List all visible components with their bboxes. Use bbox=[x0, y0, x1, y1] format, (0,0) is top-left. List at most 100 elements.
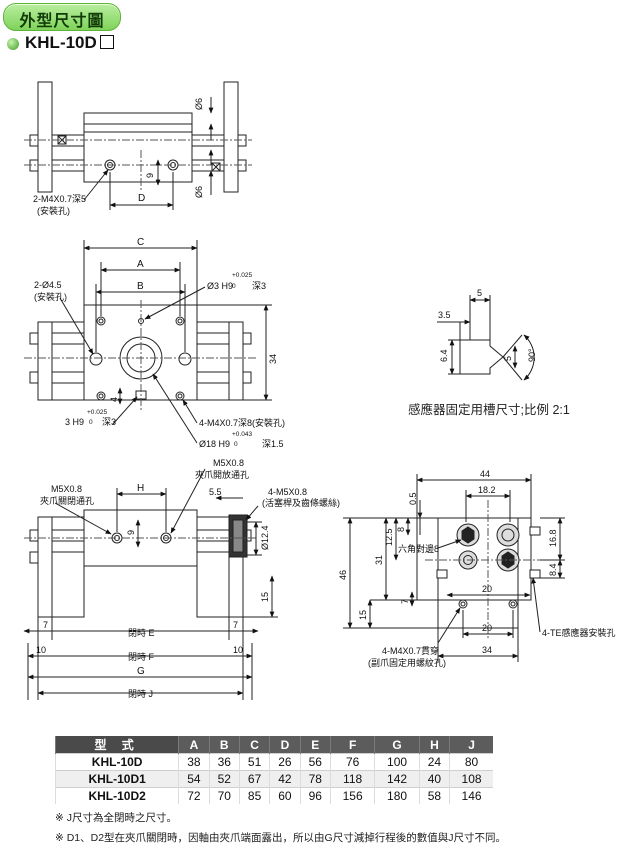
slot-dim-5-top: 5 bbox=[477, 288, 482, 298]
end-dim-7: 7 bbox=[400, 599, 410, 604]
front-bore: Ø18 H9 bbox=[199, 439, 230, 449]
end-dim-44: 44 bbox=[480, 469, 490, 479]
col-header-A: A bbox=[178, 736, 210, 754]
front-view bbox=[24, 240, 272, 444]
table-cell: 108 bbox=[449, 770, 493, 788]
end-hex-label: 六角對邊8 bbox=[398, 543, 439, 554]
end-dim-8: 8 bbox=[396, 527, 406, 532]
side-dim-H: H bbox=[137, 483, 144, 494]
side-m5-rod-1: 4-M5X0.8 bbox=[268, 487, 307, 497]
spec-header-row: 型 式 A B C D E F G H J bbox=[54, 736, 493, 754]
side-dim-9: 9 bbox=[126, 530, 136, 535]
side-dim-7-left: 7 bbox=[43, 620, 48, 630]
table-cell: 40 bbox=[418, 770, 450, 788]
side-view bbox=[23, 468, 278, 700]
end-dim-31: 31 bbox=[374, 555, 384, 565]
dimension-drawings: Ø6 Ø6 9 D 2-M4X0.7深5 (安裝孔) C A B 34 4 2-… bbox=[23, 81, 616, 700]
col-header-G: G bbox=[374, 736, 420, 754]
table-cell: 58 bbox=[418, 787, 450, 804]
col-header-C: C bbox=[238, 736, 270, 754]
section-title: 外型尺寸圖 bbox=[19, 13, 105, 30]
front-dim-B: B bbox=[137, 281, 144, 292]
model-name: KHL-10D bbox=[25, 33, 97, 52]
side-dim-d12-4: Ø12.4 bbox=[260, 525, 270, 550]
end-dim-12-5: 12.5 bbox=[384, 528, 394, 546]
side-dim-10-right: 10 bbox=[233, 645, 243, 655]
end-dim-18-2: 18.2 bbox=[478, 485, 496, 495]
slot-dim-3-5: 3.5 bbox=[438, 310, 451, 320]
table-row: KHL-10D1 54 52 67 42 78 118 142 40 108 bbox=[54, 770, 493, 788]
table-cell: 38 bbox=[178, 753, 210, 771]
end-dim-0-5: 0.5 bbox=[408, 492, 418, 505]
front-dim-C: C bbox=[137, 237, 144, 248]
front-h9-depth: 深3 bbox=[102, 417, 116, 427]
top-dim-9: 9 bbox=[145, 173, 155, 178]
front-h9-tol: +0.025 bbox=[87, 409, 107, 416]
sensor-slot-detail bbox=[437, 295, 535, 381]
front-dim-A: A bbox=[137, 259, 144, 270]
side-m5-open-1: M5X0.8 bbox=[213, 458, 244, 468]
table-cell: 24 bbox=[418, 753, 450, 771]
table-cell: 96 bbox=[299, 787, 331, 804]
side-closed-J: 閉時 J bbox=[128, 689, 153, 699]
section-title-badge: 外型尺寸圖 bbox=[3, 3, 121, 31]
col-header-model: 型 式 bbox=[54, 736, 179, 754]
front-pin-hole: Ø3 H9 bbox=[207, 281, 233, 291]
note-d1-d2: ※ D1、D2型在夾爪關閉時，因軸由夾爪端面露出，所以由G尺寸減掉行程後的數值與… bbox=[55, 832, 506, 844]
top-d6-top-label: Ø6 bbox=[194, 98, 204, 110]
slot-dim-5-side: 5 bbox=[503, 356, 513, 361]
table-cell: 78 bbox=[299, 770, 331, 788]
table-cell: 60 bbox=[269, 787, 301, 804]
table-row: KHL-10D 38 36 51 26 56 76 100 24 80 bbox=[54, 753, 493, 771]
top-d6-bottom-label: Ø6 bbox=[194, 186, 204, 198]
front-h9: 3 H9 bbox=[65, 417, 84, 427]
checkbox-square-icon bbox=[99, 35, 114, 49]
front-bore-tol0: 0 bbox=[234, 441, 238, 448]
slot-angle: 90° bbox=[527, 348, 537, 362]
table-cell: 142 bbox=[374, 770, 420, 788]
spec-table: 型 式 A B C D E F G H J KHL-10D 38 36 51 2… bbox=[54, 736, 493, 804]
front-bore-tol: +0.043 bbox=[232, 431, 252, 438]
sensor-slot-caption: 感應器固定用槽尺寸;比例 2:1 bbox=[408, 403, 570, 417]
front-pin-tol0: 0 bbox=[232, 283, 236, 290]
slot-dim-6-4: 6.4 bbox=[439, 349, 449, 362]
side-dim-10-left: 10 bbox=[36, 645, 46, 655]
side-m5-close-1: M5X0.8 bbox=[51, 484, 82, 494]
end-tap-1: 4-M4X0.7貫穿 bbox=[382, 645, 439, 656]
table-cell: 36 bbox=[208, 753, 240, 771]
col-header-H: H bbox=[418, 736, 450, 754]
col-header-F: F bbox=[329, 736, 375, 754]
table-cell: 26 bbox=[269, 753, 301, 771]
side-closed-F: 閉時 F bbox=[128, 652, 155, 662]
note-j-dimension: ※ J尺寸為全閉時之尺寸。 bbox=[55, 812, 177, 824]
end-sensor-hole: 4-TE感應器安裝孔 bbox=[542, 627, 616, 638]
cell-model: KHL-10D bbox=[54, 753, 179, 771]
col-header-B: B bbox=[208, 736, 240, 754]
side-dim-5-5: 5.5 bbox=[209, 487, 222, 497]
front-pin-tol: +0.025 bbox=[232, 272, 252, 279]
end-view bbox=[343, 474, 565, 662]
side-m5-close-2: 夾爪關閉通孔 bbox=[40, 496, 94, 506]
front-dim-4: 4 bbox=[109, 397, 119, 402]
col-header-D: D bbox=[269, 736, 301, 754]
table-cell: 67 bbox=[238, 770, 270, 788]
top-view bbox=[24, 81, 252, 210]
table-cell: 42 bbox=[269, 770, 301, 788]
table-cell: 146 bbox=[449, 787, 493, 804]
table-cell: 56 bbox=[299, 753, 331, 771]
bullet-icon bbox=[7, 38, 19, 50]
table-cell: 72 bbox=[178, 787, 210, 804]
front-pin-depth: 深3 bbox=[252, 281, 266, 291]
end-dim-15: 15 bbox=[358, 610, 368, 620]
end-dim-34: 34 bbox=[482, 645, 492, 655]
end-tap-2: (副爪固定用螺紋孔) bbox=[368, 657, 446, 668]
end-dim-16-8: 16.8 bbox=[548, 529, 558, 547]
table-cell: 156 bbox=[329, 787, 375, 804]
table-cell: 51 bbox=[238, 753, 270, 771]
end-dim-46: 46 bbox=[338, 570, 348, 580]
table-cell: 52 bbox=[208, 770, 240, 788]
end-dim-20-bottom: 20 bbox=[482, 623, 492, 633]
table-row: KHL-10D2 72 70 85 60 96 156 180 58 146 bbox=[54, 787, 493, 804]
top-hole-label-2: (安裝孔) bbox=[37, 205, 70, 216]
model-title: KHL-10D bbox=[25, 33, 114, 53]
